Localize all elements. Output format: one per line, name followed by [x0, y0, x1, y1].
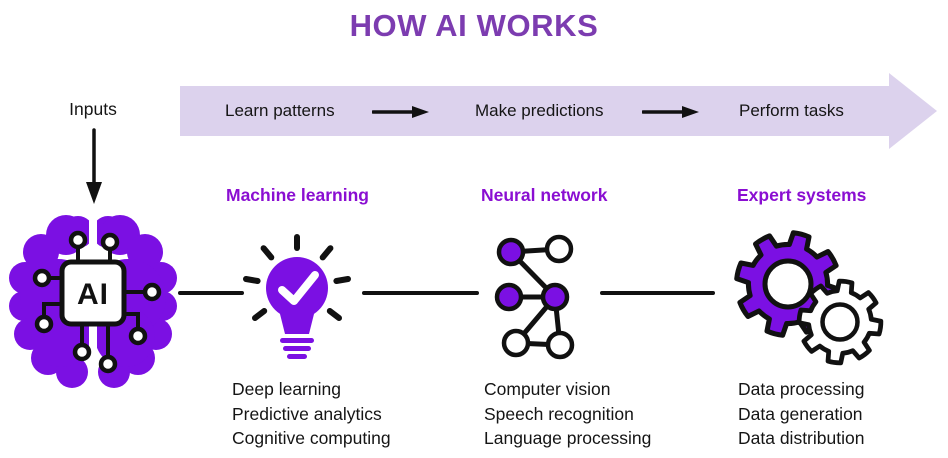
feature-item: Data processing [738, 379, 865, 399]
large-gear-hole [762, 258, 814, 310]
feature-item: Language processing [484, 428, 652, 448]
connector-line [178, 291, 244, 295]
feature-item: Deep learning [232, 379, 341, 399]
feature-item: Data generation [738, 403, 863, 424]
gears-icon [726, 218, 888, 368]
brain-ai-icon: AI [9, 208, 177, 388]
feature-list-machine-learning: Deep learning Predictive analytics Cogni… [232, 377, 391, 451]
connector-line [600, 291, 715, 295]
neural-network-icon [494, 234, 575, 360]
banner-arrowhead [889, 73, 937, 149]
bulb-neck [279, 310, 315, 334]
down-arrow-icon [86, 128, 102, 204]
feature-item: Speech recognition [484, 403, 634, 424]
ai-chip [59, 259, 127, 327]
column-heading-machine-learning: Machine learning [226, 185, 369, 205]
flow-arrow-banner: Learn patterns Make predictions Perform … [180, 86, 889, 136]
connector-line [362, 291, 479, 295]
network-nodes [494, 234, 575, 360]
feature-list-neural-network: Computer vision Speech recognition Langu… [484, 377, 651, 451]
arrow-head [412, 106, 429, 118]
circuit-nodes [32, 230, 162, 374]
feature-item: Computer vision [484, 379, 611, 399]
bulb-globe [266, 257, 328, 319]
column-heading-neural-network: Neural network [481, 185, 608, 205]
small-gear-hole [820, 302, 860, 342]
arrow-head [682, 106, 699, 118]
circuit-traces [42, 242, 150, 362]
checkmark [278, 271, 319, 305]
column-heading-expert-systems: Expert systems [737, 185, 867, 205]
bulb-base-lines [280, 338, 314, 359]
inputs-label: Inputs [69, 99, 117, 119]
flow-step-label: Learn patterns [225, 101, 335, 120]
lightbulb-check-icon [243, 234, 351, 359]
feature-list-expert-systems: Data processing Data generation Data dis… [738, 377, 864, 451]
feature-item: Cognitive computing [232, 428, 391, 448]
page-title: HOW AI WORKS [349, 8, 599, 43]
feature-item: Predictive analytics [232, 403, 382, 424]
arrow-head [86, 182, 102, 204]
right-arrow-icon [642, 106, 699, 118]
right-arrow-icon [372, 106, 429, 118]
light-rays [243, 234, 351, 321]
ai-chip-label: AI [77, 278, 109, 311]
flow-step-label: Make predictions [475, 101, 604, 120]
flow-step-label: Perform tasks [739, 101, 844, 120]
feature-item: Data distribution [738, 428, 865, 448]
